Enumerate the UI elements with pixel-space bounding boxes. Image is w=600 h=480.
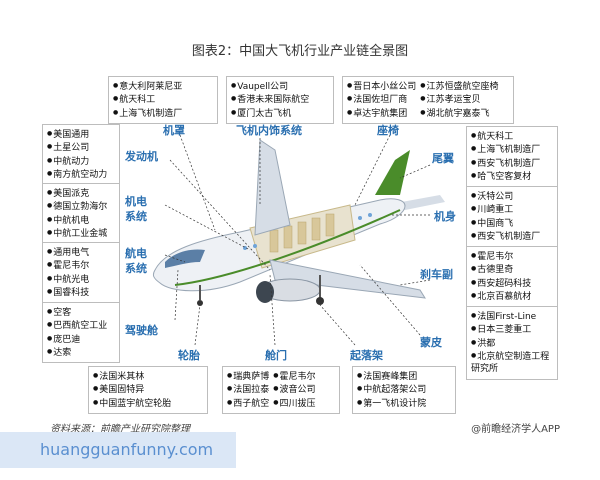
list-item: 中航工业金城 bbox=[47, 227, 115, 240]
credit-note: @前瞻经济学人APP bbox=[471, 420, 560, 435]
list-item: 中航光电 bbox=[47, 273, 115, 286]
label-cabin-door: 舱门 bbox=[265, 347, 287, 363]
label-interior-system: 飞机内饰系统 bbox=[236, 122, 302, 138]
list-item: 日本三菱重工 bbox=[471, 323, 553, 336]
list-item: 霍尼韦尔 bbox=[471, 250, 553, 263]
list-item: 中航起落架公司 bbox=[357, 383, 451, 396]
list-item: 江苏孝运宝贝 bbox=[420, 93, 498, 106]
list-item: 洪都 bbox=[471, 337, 553, 350]
label-seat: 座椅 bbox=[377, 122, 399, 138]
list-item: 西安飞机制造厂 bbox=[471, 157, 553, 170]
list-item: 中国商飞 bbox=[471, 217, 553, 230]
list-item: 法国First-Line bbox=[471, 310, 553, 323]
list-item: 法国拉泰 bbox=[227, 383, 269, 396]
label-skin: 蒙皮 bbox=[420, 334, 442, 350]
list-item: 霍尼韦尔 bbox=[47, 259, 115, 272]
list-item: 德国立勃海尔 bbox=[47, 200, 115, 213]
list-item: 法国米其林 bbox=[93, 370, 203, 383]
list-item: 中航机电 bbox=[47, 214, 115, 227]
label-landing-gear: 起落架 bbox=[350, 347, 383, 363]
label-tail: 尾翼 bbox=[432, 150, 454, 166]
box-tire-suppliers: 法国米其林 美国固特异 中国蓝宇航空轮胎 bbox=[88, 366, 208, 414]
list-item: 达索 bbox=[47, 346, 115, 359]
list-item: 通用电气 bbox=[47, 246, 115, 259]
box-electromechanical-suppliers: 美国派克 德国立勃海尔 中航机电 中航工业金城 bbox=[42, 183, 120, 244]
label-avionics: 航电 系统 bbox=[125, 246, 147, 276]
list-item: 古德里奇 bbox=[471, 263, 553, 276]
watermark-banner: huangguanfunny.com bbox=[0, 432, 236, 468]
list-item: 美国固特异 bbox=[93, 383, 203, 396]
list-item: 晋日本小丝公司 bbox=[347, 80, 416, 93]
list-item: 巴西航空工业 bbox=[47, 319, 115, 332]
list-item: 波音公司 bbox=[273, 383, 315, 396]
box-fuselage-suppliers: 沃特公司 川崎重工 中国商飞 西安飞机制造厂 bbox=[466, 186, 558, 247]
box-tail-suppliers: 航天科工 上海飞机制造厂 西安飞机制造厂 哈飞空客复材 bbox=[466, 126, 558, 187]
list-item: 香港未来国际航空 bbox=[231, 93, 329, 106]
list-item: 中国蓝宇航空轮胎 bbox=[93, 397, 203, 410]
list-item: 西安超码科技 bbox=[471, 277, 553, 290]
list-item: 川崎重工 bbox=[471, 203, 553, 216]
list-item: 意大利阿莱尼亚 bbox=[113, 80, 213, 93]
tail-fin bbox=[375, 150, 410, 195]
list-item: 西安飞机制造厂 bbox=[471, 230, 553, 243]
list-item: 中航动力 bbox=[47, 155, 115, 168]
label-cockpit: 驾驶舱 bbox=[125, 322, 158, 338]
list-item: 国睿科技 bbox=[47, 286, 115, 299]
list-item: 四川拔压 bbox=[273, 397, 315, 410]
list-item: 法国赛峰集团 bbox=[357, 370, 451, 383]
list-item: 北京航空制造工程研究所 bbox=[471, 350, 553, 376]
list-item: 沃特公司 bbox=[471, 190, 553, 203]
box-cockpit-suppliers: 空客 巴西航空工业 庞巴迪 达索 bbox=[42, 302, 120, 363]
list-item: 航天科工 bbox=[113, 93, 213, 106]
list-item: 土星公司 bbox=[47, 141, 115, 154]
box-nose-cone-suppliers: 意大利阿莱尼亚 航天科工 上海飞机制造厂 bbox=[108, 76, 218, 124]
list-item: 西子航空 bbox=[227, 397, 269, 410]
label-tire: 轮胎 bbox=[178, 347, 200, 363]
list-item: 湖北航宇嘉泰飞 bbox=[420, 107, 498, 120]
list-item: 卓达宇航集团 bbox=[347, 107, 416, 120]
box-skin-suppliers: 法国First-Line 日本三菱重工 洪都 北京航空制造工程研究所 bbox=[466, 306, 558, 380]
list-item: 上海飞机制造厂 bbox=[113, 107, 213, 120]
list-item: 美国派克 bbox=[47, 187, 115, 200]
list-item: 美国通用 bbox=[47, 128, 115, 141]
label-electromechanical: 机电 系统 bbox=[125, 194, 147, 224]
box-engine-suppliers: 美国通用 土星公司 中航动力 南方航空动力 bbox=[42, 124, 120, 185]
list-item: Vaupell公司 bbox=[231, 80, 329, 93]
list-item: 南方航空动力 bbox=[47, 168, 115, 181]
list-item: 瑞典萨博 bbox=[227, 370, 269, 383]
list-item: 法国佐坦厂商 bbox=[347, 93, 416, 106]
list-item: 庞巴迪 bbox=[47, 333, 115, 346]
box-seat-suppliers: 晋日本小丝公司 法国佐坦厂商 卓达宇航集团 江苏恒盛航空座椅 江苏孝运宝贝 湖北… bbox=[342, 76, 514, 124]
list-item: 厦门太古飞机 bbox=[231, 107, 329, 120]
box-landing-gear-suppliers: 法国赛峰集团 中航起落架公司 第一飞机设计院 bbox=[352, 366, 456, 414]
list-item: 北京百慕航材 bbox=[471, 290, 553, 303]
list-item: 哈飞空客复材 bbox=[471, 170, 553, 183]
box-brake-suppliers: 霍尼韦尔 古德里奇 西安超码科技 北京百慕航材 bbox=[466, 246, 558, 307]
box-interior-suppliers: Vaupell公司 香港未来国际航空 厦门太古飞机 bbox=[226, 76, 334, 124]
list-item: 上海飞机制造厂 bbox=[471, 143, 553, 156]
box-cabin-door-suppliers: 瑞典萨博 法国拉泰 西子航空 霍尼韦尔 波音公司 四川拔压 bbox=[222, 366, 340, 414]
label-fuselage: 机身 bbox=[434, 208, 456, 224]
list-item: 航天科工 bbox=[471, 130, 553, 143]
list-item: 空客 bbox=[47, 306, 115, 319]
label-engine: 发动机 bbox=[125, 148, 158, 164]
label-nose-cone: 机罩 bbox=[163, 122, 185, 138]
label-brake: 刹车副 bbox=[420, 266, 453, 282]
list-item: 江苏恒盛航空座椅 bbox=[420, 80, 498, 93]
box-avionics-suppliers: 通用电气 霍尼韦尔 中航光电 国睿科技 bbox=[42, 242, 120, 303]
list-item: 第一飞机设计院 bbox=[357, 397, 451, 410]
list-item: 霍尼韦尔 bbox=[273, 370, 315, 383]
